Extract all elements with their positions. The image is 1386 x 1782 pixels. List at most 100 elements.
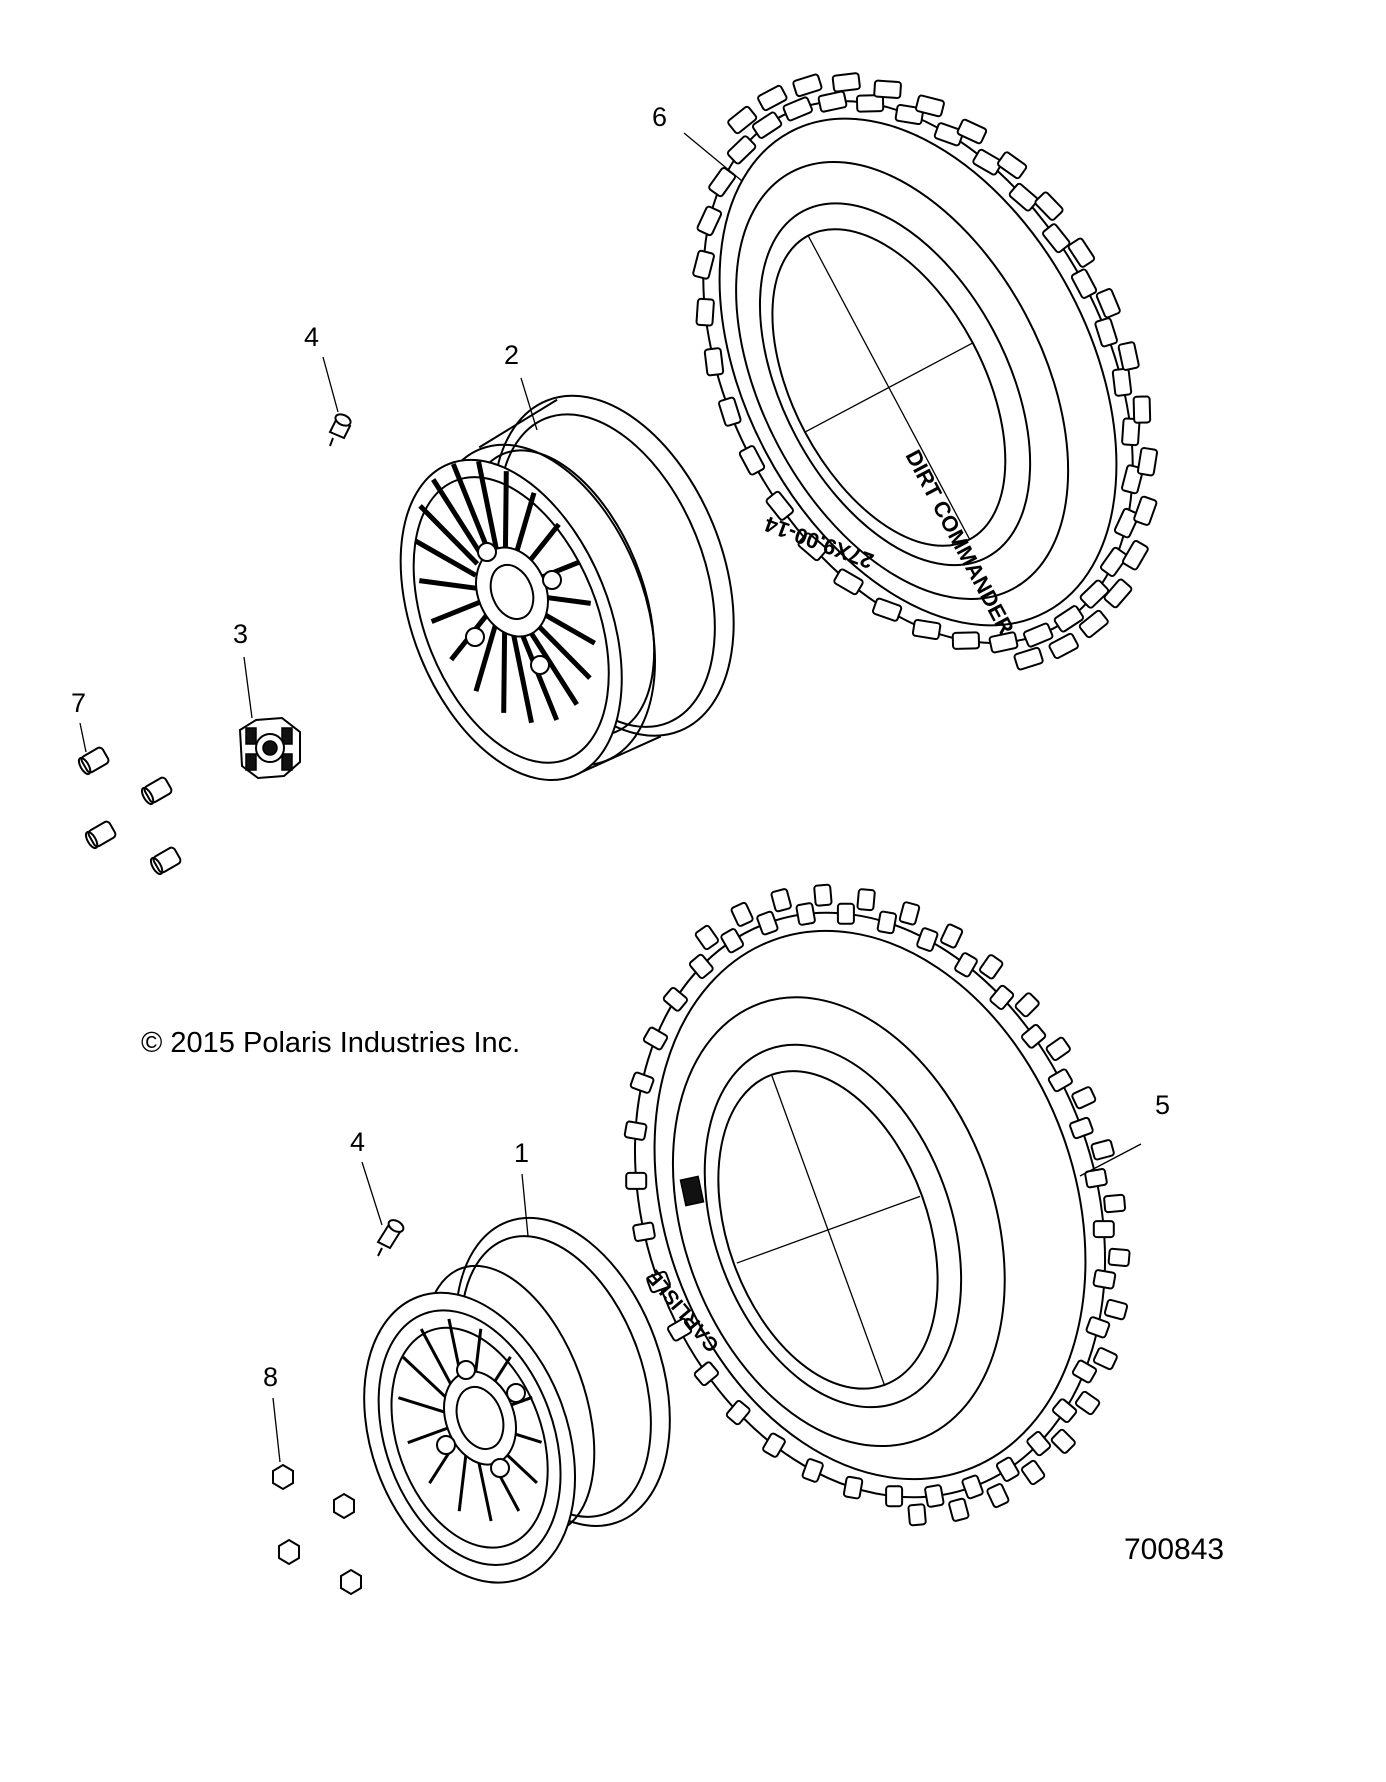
tread-block	[1090, 1139, 1115, 1161]
tread-block	[756, 910, 779, 936]
callout-1: 1	[514, 1138, 530, 1168]
tread-block	[948, 1497, 970, 1522]
tread-block	[1100, 546, 1128, 577]
tread-block	[708, 167, 736, 198]
tread-block	[662, 986, 688, 1012]
tread-block	[646, 1270, 671, 1294]
tread-block	[1092, 1269, 1117, 1290]
wheel-spoke	[502, 471, 509, 553]
tread-block	[940, 923, 964, 949]
tread-block	[1103, 1193, 1127, 1214]
tread-block	[762, 1432, 786, 1458]
tread-block	[1069, 1116, 1094, 1140]
tread-block	[1020, 1459, 1046, 1486]
tread-block	[623, 1120, 648, 1141]
tread-block	[797, 532, 828, 562]
tread-block	[817, 90, 848, 113]
tread-block	[986, 1483, 1010, 1509]
tread-block	[696, 205, 723, 237]
valve-stem-upper-4[interactable]	[328, 412, 352, 447]
wheel-spoke	[418, 578, 478, 591]
rear-wheel-lug-holes	[465, 542, 562, 675]
tread-block	[1107, 1247, 1131, 1267]
tread-block	[1092, 1220, 1115, 1239]
tread-block	[956, 118, 988, 145]
tread-block	[792, 73, 823, 98]
wheel-spoke	[450, 463, 491, 552]
callout-7: 7	[71, 688, 87, 718]
tread-block	[718, 396, 742, 427]
wheel-spoke	[418, 504, 480, 566]
tread-block	[954, 952, 978, 978]
lug-nuts-upper-7[interactable]	[77, 746, 182, 876]
tread-block	[813, 883, 833, 907]
tread-block	[873, 79, 902, 99]
tread-block	[1074, 1390, 1101, 1416]
tread-block	[1085, 1316, 1111, 1339]
leader-lines	[79, 132, 1142, 1463]
wheel-spoke	[419, 1328, 456, 1392]
tread-block	[885, 1485, 904, 1508]
valve-stem-lower-4[interactable]	[376, 1218, 405, 1257]
front-tire-5[interactable]: CARLISLE	[556, 846, 1184, 1564]
tread-block	[1094, 317, 1118, 348]
tread-block	[831, 72, 861, 93]
callout-6: 6	[652, 102, 668, 132]
tread-block	[1111, 367, 1133, 397]
tread-block	[692, 249, 715, 280]
tread-block	[694, 924, 720, 951]
tread-block	[1034, 191, 1064, 221]
tread-block	[688, 953, 714, 979]
tread-block	[625, 1171, 648, 1190]
tread-block	[1136, 447, 1159, 477]
tread-block	[693, 1361, 719, 1387]
rear-tire-6[interactable]: DIRT COMMANDER 27X9.00-14	[616, 28, 1220, 717]
tread-block	[997, 151, 1028, 180]
tread-block	[833, 568, 864, 596]
wheel-spoke	[476, 460, 499, 550]
tread-block	[1053, 605, 1085, 633]
tread-block	[1052, 1398, 1078, 1424]
tread-block	[989, 984, 1015, 1010]
wheel-spoke	[457, 1449, 468, 1512]
callout-5: 5	[1155, 1090, 1171, 1120]
wheel-spoke	[407, 1425, 451, 1445]
front-wheel-1[interactable]	[313, 1188, 717, 1612]
copyright-notice: © 2015 Polaris Industries Inc.	[141, 1027, 521, 1059]
tread-block	[1092, 1347, 1118, 1371]
tread-block	[782, 96, 813, 122]
tread-block	[872, 597, 903, 622]
callout-2: 2	[504, 340, 520, 370]
tread-block	[988, 631, 1019, 654]
tread-block	[751, 111, 783, 139]
figure-id: 700843	[1124, 1533, 1225, 1566]
tread-block	[770, 888, 792, 913]
tread-block	[1014, 992, 1040, 1018]
tread-block	[1122, 540, 1149, 571]
tread-block	[703, 347, 725, 377]
tread-block	[915, 94, 945, 118]
callout-4-lower: 4	[350, 1127, 366, 1157]
tread-block	[1048, 632, 1079, 660]
tread-block	[1113, 507, 1140, 539]
tread-block	[1008, 182, 1039, 212]
tread-block	[1067, 237, 1096, 268]
tread-block	[979, 954, 1004, 980]
tread-block	[720, 928, 745, 954]
tread-block	[765, 490, 794, 521]
wheel-spoke	[414, 538, 477, 578]
tread-block	[1023, 622, 1054, 648]
wheel-spoke	[473, 623, 498, 692]
tread-block	[972, 148, 1003, 176]
center-cap-3[interactable]	[238, 716, 301, 780]
tread-block	[727, 105, 758, 135]
tread-block	[795, 902, 816, 926]
rear-wheel-2[interactable]	[349, 360, 781, 812]
lug-nuts-lower-8[interactable]	[272, 1463, 362, 1596]
tread-block	[1133, 495, 1158, 526]
tread-block	[924, 1484, 945, 1508]
tread-block	[907, 1503, 927, 1527]
tread-block	[730, 901, 754, 927]
tread-block	[1117, 341, 1140, 371]
